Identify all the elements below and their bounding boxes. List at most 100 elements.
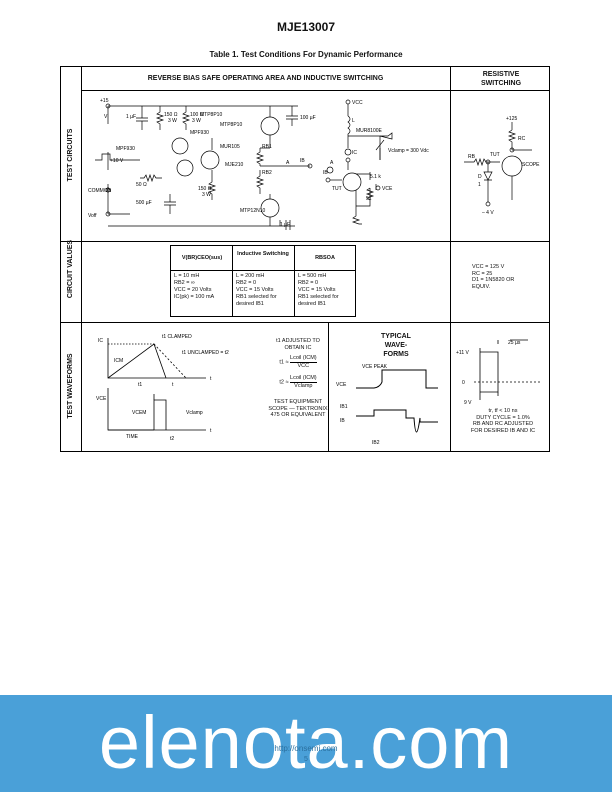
values-c3-r0: L = 500 mH <box>298 273 327 279</box>
label-c500uf: 500 µF <box>136 200 152 206</box>
values-col3: L = 500 mH RB2 = 0 VCC = 15 Volts RB1 se… <box>298 273 339 308</box>
label-mtp8p10-a: MTP8P10 <box>200 112 222 118</box>
rs-11v: +11 V <box>456 350 469 356</box>
rs-note-2: DUTY CYCLE = 1.0% <box>476 414 530 421</box>
label-mtp8p10-b: MTP8P10 <box>220 122 242 128</box>
page-number: 5 <box>304 756 308 763</box>
values-c2-r0: L = 200 mH <box>236 273 265 279</box>
wave-t1-unclamped: t1 UNCLAMPED = t2 <box>182 350 229 356</box>
inductive-test-circuit: +15 V 1 µF 150 Ω 3 W 100 Ω 3 W MPF930 MT… <box>88 98 429 230</box>
label-vclamp: Vclamp = 300 Vdc <box>388 148 429 154</box>
typical-waveforms: VCE PEAK VCE IB1 IB IB2 <box>336 364 438 446</box>
rs-0: 0 <box>462 380 465 386</box>
label-ib-right: IB <box>323 170 328 176</box>
rs-note-1: tr, tf < 10 ns <box>488 408 518 414</box>
label-a: A <box>286 160 290 166</box>
values-c1-r3: IC(pk) = 100 mA <box>174 294 215 300</box>
eq2-label: t2 ≈ <box>279 379 289 386</box>
wave-vce: VCE <box>96 396 107 402</box>
eq1-label: t1 ≈ <box>279 359 289 366</box>
values-header-inductive: Inductive Switching <box>237 251 289 257</box>
typ-vce: VCE <box>336 382 347 388</box>
typ-2: WAVE- <box>384 342 408 349</box>
typ-ib2: IB2 <box>372 440 380 446</box>
rs-9v: 9 V <box>464 400 472 406</box>
wave-ic: IC <box>98 338 103 344</box>
label-v10: +10 V <box>110 158 124 164</box>
typical-waveforms-title: TYPICAL WAVE- FORMS <box>368 332 424 359</box>
header-rbsoa: REVERSE BIAS SAFE OPERATING AREA AND IND… <box>147 75 384 82</box>
rs-25us: 25 µs <box>508 340 521 346</box>
label-r51: 51 <box>366 196 372 202</box>
label-c100uf: 100 µF <box>300 115 316 121</box>
typ-ib1: IB1 <box>340 404 348 410</box>
values-col2: L = 200 mH RB2 = 0 VCC = 15 Volts RB1 se… <box>236 273 277 308</box>
label-common: COMMON <box>88 188 112 194</box>
note-adjust-2: OBTAIN IC <box>284 344 312 351</box>
test-conditions-table: TEST CIRCUITS CIRCUIT VALUES TEST WAVEFO… <box>60 66 550 452</box>
equip-2: SCOPE — TEKTRONIX <box>268 405 328 412</box>
wave-t2: t2 <box>170 436 174 442</box>
footer-url[interactable]: http://onsemi.com <box>274 744 338 753</box>
values-c2-r1: RB2 = 0 <box>236 280 257 286</box>
label-l: L <box>352 118 355 124</box>
wave-time: TIME <box>126 434 139 440</box>
resistive-values: VCC = 125 V RC = 25 D1 = 1N5820 OR EQUIV… <box>472 264 514 290</box>
eq1-num: Lcoil (ICM) <box>290 355 317 363</box>
wave-icm: ICM <box>114 358 123 364</box>
wave-tb: t <box>210 428 212 434</box>
label-a-right: A <box>330 160 334 166</box>
row-label-circuit-values-text: CIRCUIT VALUES <box>67 239 74 299</box>
wave-vcem: VCEM <box>132 410 146 416</box>
label-rb1: RB1 <box>262 144 272 150</box>
label-rs-scope: SCOPE <box>522 162 540 168</box>
wave-t1-clamped: t1 CLAMPED <box>162 334 192 340</box>
equip-3: 475 OR EQUIVALENT <box>270 412 326 418</box>
values-c3-r1: RB2 = 0 <box>298 280 319 286</box>
values-c2-r2: VCC = 15 Volts <box>236 287 274 293</box>
resistive-notes: tr, tf < 10 ns DUTY CYCLE = 1.0% RB AND … <box>458 408 548 434</box>
row-label-test-circuits: TEST CIRCUITS <box>67 128 74 182</box>
label-mtp12n10: MTP12N10 <box>240 208 266 214</box>
wave-t: t <box>210 376 212 382</box>
label-mpf930-b: MPF930 <box>116 146 135 152</box>
values-c2-r3: RB1 selected for <box>236 294 277 300</box>
typ-vcepeak: VCE PEAK <box>362 364 388 370</box>
equip-1: TEST EQUIPMENT <box>273 399 323 405</box>
label-3w-b: 3 W <box>202 192 211 198</box>
table-title: Table 1. Test Conditions For Dynamic Per… <box>209 50 403 59</box>
label-rs-d: D <box>478 174 482 180</box>
label-v: V <box>104 114 108 120</box>
typ-3: FORMS <box>383 351 409 358</box>
typ-1: TYPICAL <box>381 333 411 340</box>
label-v15: +15 <box>100 98 109 104</box>
label-rs-rc: RC <box>518 136 526 142</box>
label-r51k: 5.1 k <box>370 174 381 180</box>
values-c1-r2: VCC = 20 Volts <box>174 287 212 293</box>
resistive-value-3: EQUIV. <box>472 283 491 290</box>
inductive-waveforms: IC t1 CLAMPED ICM t1 UNCLAMPED = t2 t t1… <box>96 334 229 442</box>
label-3w: 3 W <box>168 118 177 124</box>
label-r100: 100 Ω <box>190 112 204 118</box>
eq1-den: VCC <box>297 362 310 369</box>
values-col1: L = 10 mH RB2 = ∞ VCC = 20 Volts IC(pk) … <box>174 273 214 301</box>
footer-banner <box>0 695 612 792</box>
waveform-notes: t1 ADJUSTED TO OBTAIN IC t1 ≈ Lcoil (ICM… <box>268 338 328 419</box>
values-header-rbsoa: RBSOA <box>315 255 335 261</box>
label-vce: VCE <box>382 186 393 192</box>
resistive-waveform: 25 µs +11 V 0 9 V <box>456 339 542 406</box>
label-c1uf: 1 µF <box>126 114 136 120</box>
wave-vclamp: Vclamp <box>186 410 203 416</box>
label-vcc: VCC <box>352 100 363 106</box>
header-resistive: RESISTIVE SWITCHING <box>480 71 522 87</box>
resistive-value-1: RC = 25 <box>472 270 493 277</box>
document-title: MJE13007 <box>276 20 336 34</box>
values-c3-r3: RB1 selected for <box>298 294 339 300</box>
row-label-test-waveforms: TEST WAVEFORMS <box>67 353 74 419</box>
label-ic: IC <box>352 150 357 156</box>
resistive-value-2: D1 = 1N5820 OR <box>472 277 515 283</box>
wave-t1: t1 <box>138 382 142 388</box>
brand-watermark: elenota.com <box>98 701 514 784</box>
circuit-values-table: V(BR)CEO(sus) Inductive Switching RBSOA … <box>170 245 356 317</box>
eq2-num: Lcoil (ICM) <box>290 375 317 383</box>
